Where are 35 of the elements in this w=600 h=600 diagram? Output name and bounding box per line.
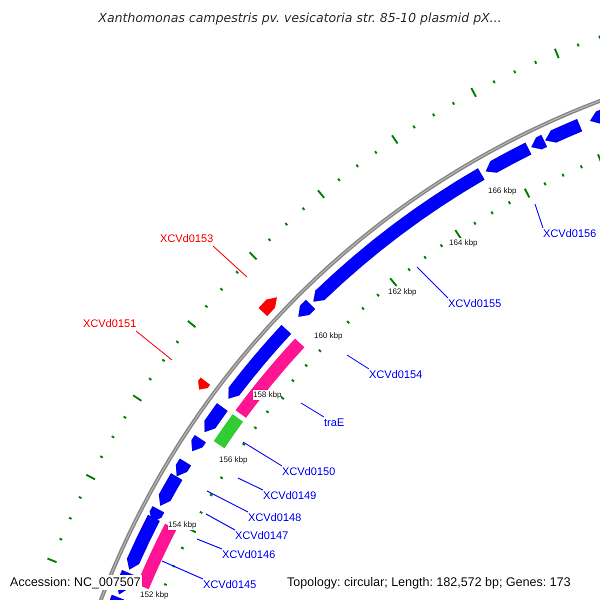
leader-line bbox=[416, 266, 448, 298]
leader-line bbox=[212, 246, 248, 278]
leader-line bbox=[300, 402, 324, 418]
title-text: Xanthomonas campestris pv. vesicatoria str. 85-10 plasmid pX... bbox=[97, 10, 503, 25]
gene-label: XCVd0155 bbox=[448, 298, 502, 311]
leader-line bbox=[136, 330, 172, 360]
leader-line bbox=[346, 354, 370, 370]
leader-line bbox=[534, 204, 544, 228]
scale-label: 166 kbp bbox=[488, 186, 516, 196]
scale-label: 158 kbp bbox=[253, 390, 282, 400]
leader-line bbox=[238, 478, 264, 490]
leader-line bbox=[206, 514, 236, 530]
gene-label: XCVd0156 bbox=[543, 228, 596, 241]
gene-label: XCVd0146 bbox=[222, 549, 276, 562]
info-text: Topology: circular; Length: 182,572 bp; Genes: 173 bbox=[286, 575, 572, 590]
gene-label: XCVd0148 bbox=[248, 512, 302, 525]
gene-label: XCVd0149 bbox=[263, 490, 316, 503]
scale-label: 156 kbp bbox=[219, 455, 248, 465]
gene-label: XCVd0147 bbox=[235, 530, 288, 543]
gene-label: XCVd0145 bbox=[203, 579, 256, 592]
scale-label: 162 kbp bbox=[388, 287, 416, 297]
leader-line bbox=[242, 442, 282, 466]
gene-label: XCVd0154 bbox=[369, 369, 422, 382]
gene-label: XCVd0150 bbox=[282, 466, 336, 479]
info-text: Accession: NC_007507 bbox=[9, 575, 142, 590]
leader-line bbox=[206, 490, 248, 512]
scale-label: 164 kbp bbox=[449, 238, 478, 248]
leader-line bbox=[196, 538, 222, 550]
scale-label: 152 kbp bbox=[140, 590, 168, 600]
scale-label: 154 kbp bbox=[168, 520, 196, 530]
gene-label: XCVd0151 bbox=[83, 318, 136, 331]
gene-label: XCVd0153 bbox=[160, 233, 214, 246]
scale-label: 160 kbp bbox=[314, 331, 342, 341]
gene-label: traE bbox=[324, 417, 344, 430]
leader-line bbox=[162, 560, 204, 580]
